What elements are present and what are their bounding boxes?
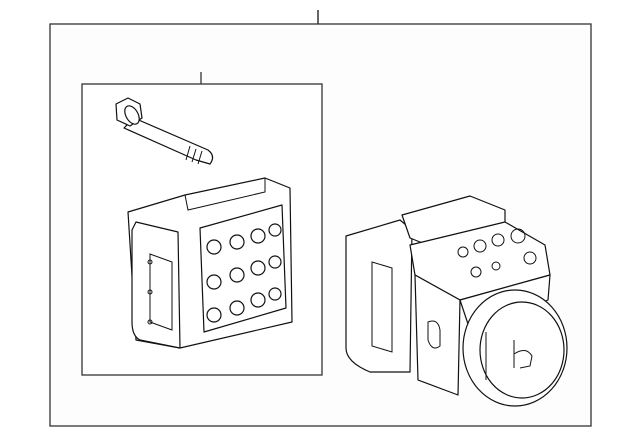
- valve-grid: [206, 223, 282, 323]
- abs-hydraulic-unit: [345, 195, 568, 407]
- bolt: [115, 97, 214, 165]
- control-module: [127, 177, 293, 349]
